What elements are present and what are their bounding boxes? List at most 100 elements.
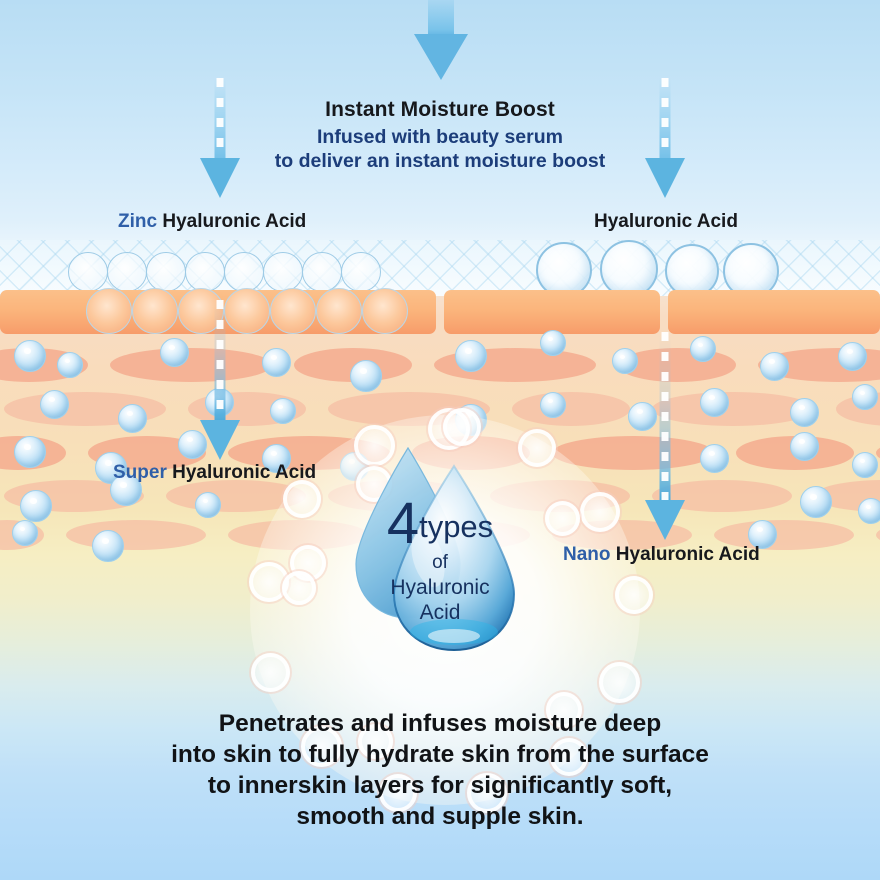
hyaluronic-droplet bbox=[800, 486, 832, 518]
corneum-cell bbox=[107, 252, 147, 292]
hyaluronic-droplet bbox=[540, 392, 566, 418]
caption-line-1: Penetrates and infuses moisture deep bbox=[218, 710, 662, 737]
page-title: Instant Moisture Boost bbox=[325, 98, 555, 121]
epidermis-segment bbox=[444, 290, 660, 334]
halo-ring bbox=[283, 480, 322, 519]
dermis-cell bbox=[512, 392, 630, 426]
hyaluronic-droplet bbox=[12, 520, 38, 546]
hyaluronic-droplet bbox=[690, 336, 716, 362]
halo-ring bbox=[358, 723, 393, 759]
label-rest: Hyaluronic Acid bbox=[610, 544, 760, 565]
dermis-cell bbox=[618, 348, 736, 382]
label-nano-hyaluronic-acid: Nano Hyaluronic Acid bbox=[563, 544, 760, 566]
epidermis-segment bbox=[668, 290, 880, 334]
super-hyaluronic-deep-arrow bbox=[200, 300, 240, 460]
dermis-cell bbox=[110, 348, 272, 382]
hyaluronic-droplet bbox=[20, 490, 52, 522]
arrow-head bbox=[645, 158, 685, 198]
caption-block: Penetrates and infuses moisture deep int… bbox=[0, 708, 880, 832]
label-zinc-hyaluronic-acid: Zinc Hyaluronic Acid bbox=[118, 211, 306, 233]
droplet-highlight bbox=[411, 528, 445, 588]
dermis-cell bbox=[652, 392, 814, 426]
halo-ring bbox=[282, 570, 317, 605]
dermis-cell bbox=[66, 520, 206, 550]
dermis-cell bbox=[714, 520, 854, 550]
halo-ring bbox=[550, 738, 589, 777]
subtitle-line-1: Infused with beauty serum bbox=[317, 126, 563, 148]
hyaluronic-droplet bbox=[838, 342, 867, 371]
label-hyaluronic-acid: Hyaluronic Acid bbox=[594, 211, 738, 233]
arrow-dashes bbox=[216, 300, 224, 422]
label-rest: Hyaluronic Acid bbox=[157, 211, 307, 232]
hyaluronic-droplet bbox=[262, 348, 291, 377]
hyaluronic-droplet bbox=[852, 384, 878, 410]
hyaluronic-droplet bbox=[270, 398, 296, 424]
hyaluronic-droplet bbox=[790, 432, 819, 461]
label-highlight: Super bbox=[113, 462, 167, 483]
halo-ring bbox=[614, 575, 653, 614]
hyaluronic-droplet bbox=[14, 340, 46, 372]
hyaluronic-droplet bbox=[92, 530, 124, 562]
hyaluronic-droplet bbox=[760, 352, 789, 381]
hyaluronic-droplet bbox=[790, 398, 819, 427]
hyaluronic-droplet bbox=[628, 402, 657, 431]
dermis-cell bbox=[876, 436, 880, 470]
corneum-cell bbox=[185, 252, 225, 292]
dermis-cell bbox=[552, 436, 714, 470]
halo-ring bbox=[353, 425, 395, 467]
droplet-bottom-shine bbox=[428, 629, 480, 643]
halo-ring bbox=[545, 692, 582, 729]
caption-line-4: smooth and supple skin. bbox=[296, 803, 584, 830]
epidermis-cell bbox=[86, 288, 132, 334]
hyaluronic-droplet bbox=[118, 404, 147, 433]
arrow-head bbox=[200, 420, 240, 460]
hyaluronic-droplet bbox=[700, 444, 729, 473]
hyaluronic-droplet bbox=[262, 444, 291, 473]
nano-hyaluronic-deep-arrow bbox=[645, 332, 685, 540]
halo-ring bbox=[544, 501, 580, 537]
label-rest: Hyaluronic Acid bbox=[166, 462, 317, 483]
label-rest: Hyaluronic Acid bbox=[594, 211, 738, 232]
epidermis-cell bbox=[316, 288, 362, 334]
hyaluronic-droplet bbox=[700, 388, 729, 417]
halo-ring bbox=[443, 408, 482, 447]
hyaluronic-surface-arrow bbox=[645, 78, 685, 198]
corneum-cell bbox=[68, 252, 108, 292]
halo-ring bbox=[518, 429, 557, 467]
caption-line-2: into skin to fully hydrate skin from the… bbox=[171, 741, 709, 768]
hyaluronic-droplet bbox=[14, 436, 46, 468]
droplet-ingredient-line-1: Hyaluronic bbox=[390, 576, 490, 599]
epidermis-cell bbox=[362, 288, 408, 334]
halo-ring bbox=[599, 662, 641, 704]
epidermis-cell bbox=[132, 288, 178, 334]
hyaluronic-droplet bbox=[40, 390, 69, 419]
hyaluronic-droplet bbox=[455, 340, 487, 372]
arrow-dashes bbox=[661, 78, 669, 160]
droplet-text-block: 4types of Hyaluronic Acid bbox=[350, 440, 530, 655]
epidermis-cell bbox=[270, 288, 316, 334]
hyaluronic-droplet bbox=[110, 474, 142, 506]
halo-ring bbox=[378, 773, 417, 812]
droplet-types-label: types bbox=[419, 509, 494, 544]
hyaluronic-droplet bbox=[57, 352, 83, 378]
arrow-head bbox=[645, 500, 685, 540]
hyaluronic-droplet bbox=[540, 330, 566, 356]
corneum-cell bbox=[302, 252, 342, 292]
arrow-shaft bbox=[428, 0, 454, 36]
label-highlight: Zinc bbox=[118, 211, 158, 232]
halo-ring bbox=[467, 773, 508, 813]
hyaluronic-droplet bbox=[195, 492, 221, 518]
zinc-surface-arrow bbox=[200, 78, 240, 198]
corneum-cell bbox=[224, 252, 264, 292]
subtitle-line-2: to deliver an instant moisture boost bbox=[274, 150, 606, 172]
hyaluronic-droplet bbox=[160, 338, 189, 367]
corneum-cell bbox=[341, 252, 381, 292]
dermis-cell bbox=[876, 520, 880, 550]
label-highlight: Nano bbox=[563, 544, 611, 565]
halo-ring bbox=[250, 652, 290, 692]
droplet-heading-row: 4types bbox=[360, 495, 520, 553]
epidermis-cell bbox=[224, 288, 270, 334]
hyaluronic-droplet bbox=[852, 452, 878, 478]
water-droplet-icon: 4types of Hyaluronic Acid bbox=[350, 440, 530, 655]
